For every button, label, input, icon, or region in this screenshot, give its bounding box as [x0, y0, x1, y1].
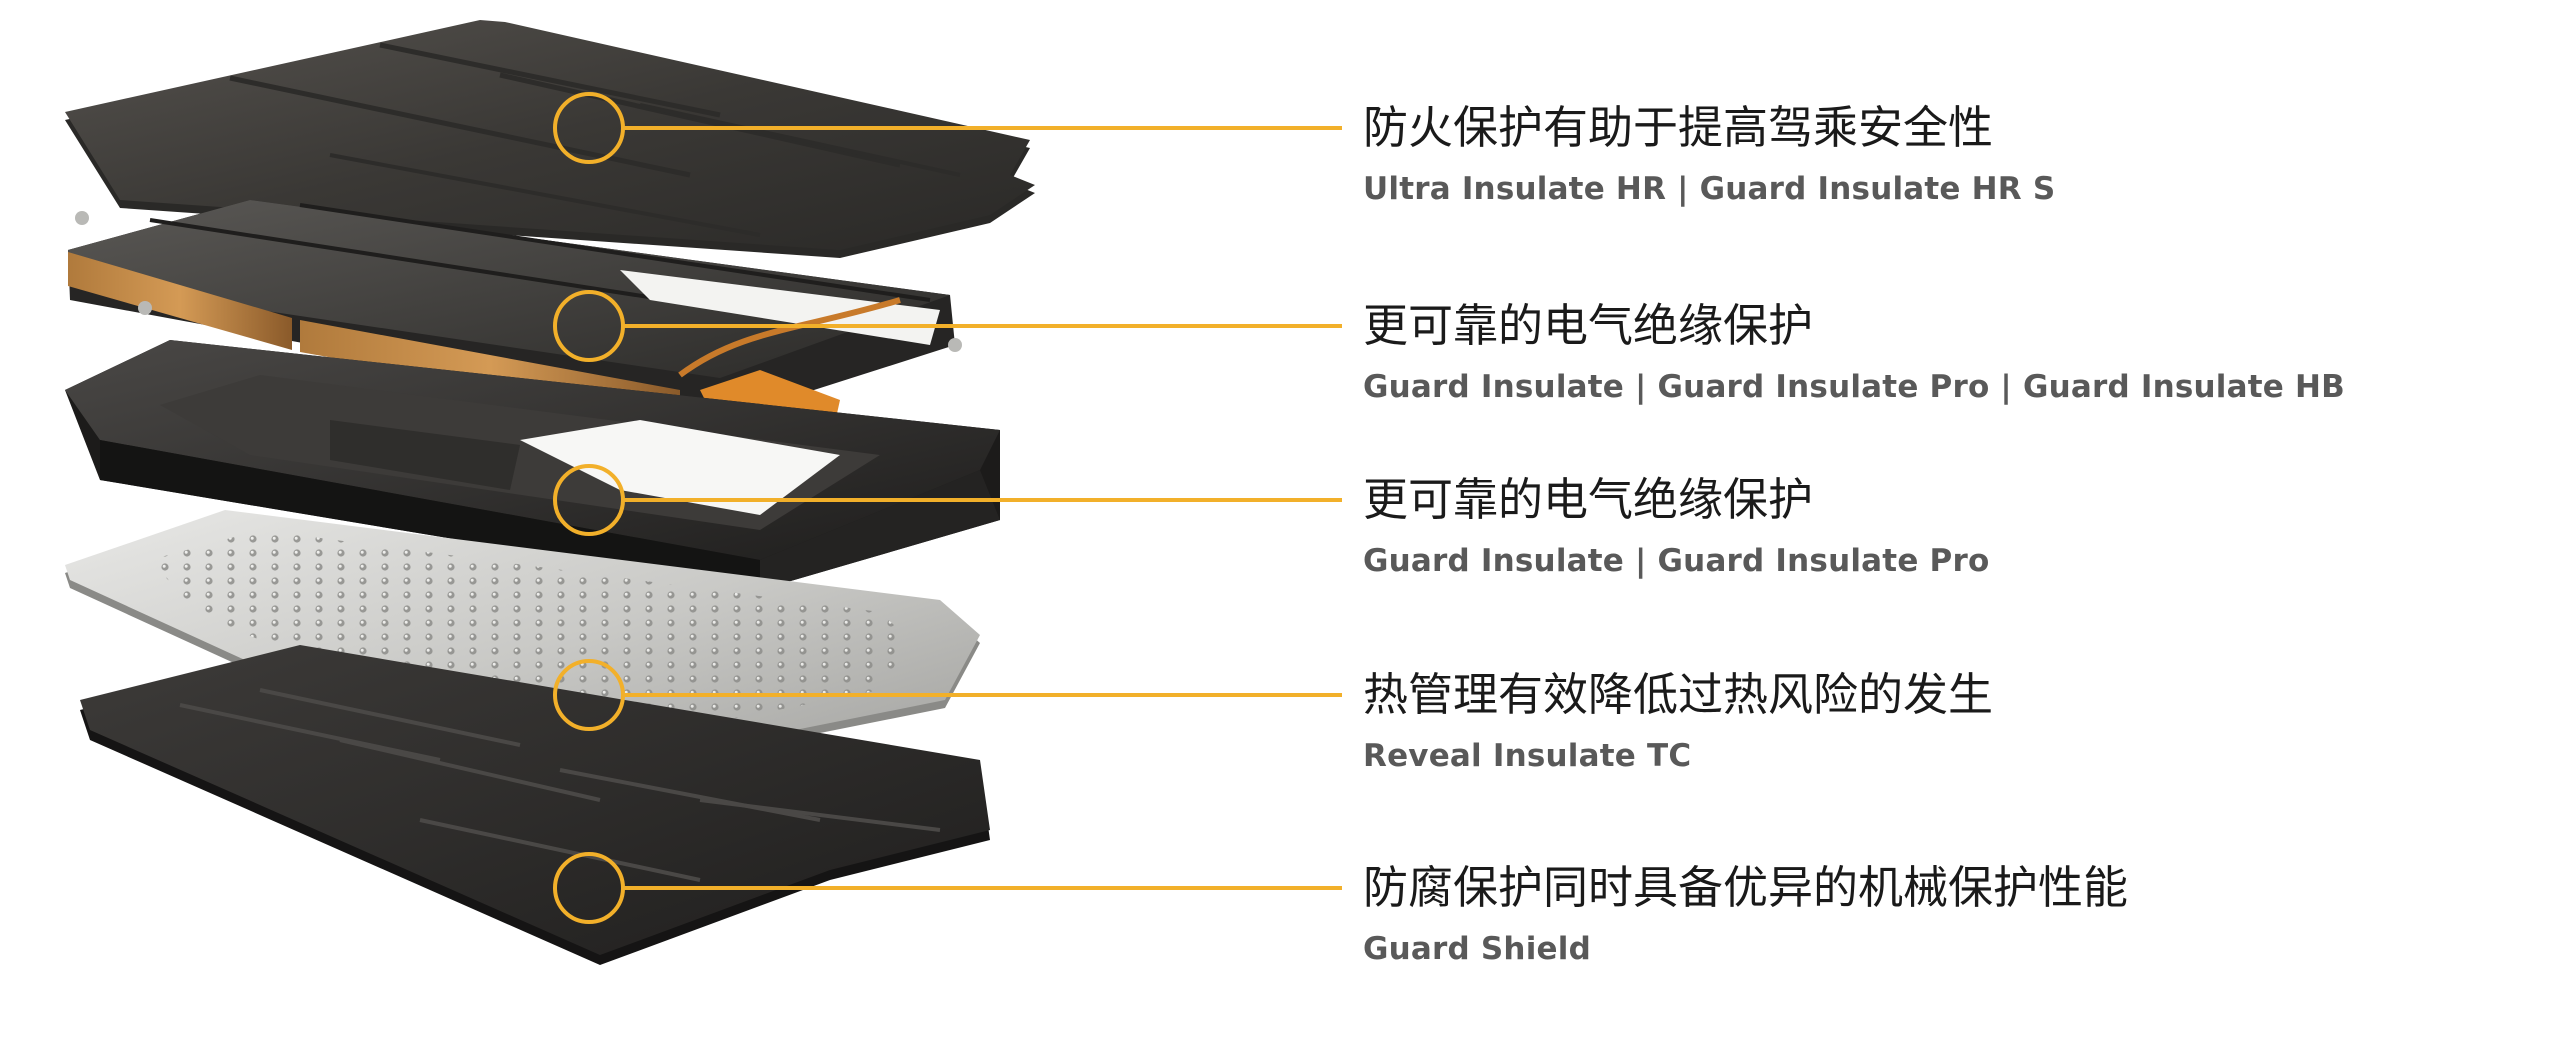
callout-products: Guard Insulate | Guard Insulate Pro | Gu…: [1363, 369, 2345, 405]
callout-corrosion-protection: 防腐保护同时具备优异的机械保护性能 Guard Shield: [1363, 860, 2513, 968]
callout-title: 更可靠的电气绝缘保护: [1363, 473, 1814, 526]
callout-ring-5: [553, 852, 1342, 924]
callout-products: Reveal Insulate TC: [1363, 738, 1692, 774]
callout-electrical-insulation-2: 更可靠的电气绝缘保护 Guard Insulate | Guard Insula…: [1363, 472, 2513, 580]
callout-thermal-management: 热管理有效降低过热风险的发生 Reveal Insulate TC: [1363, 667, 2513, 775]
callout-ring-4: [553, 659, 1342, 731]
top-lid-layer: [65, 20, 1035, 258]
callout-products: Guard Shield: [1363, 931, 1591, 967]
callout-products: Ultra Insulate HR | Guard Insulate HR S: [1363, 171, 2056, 207]
callout-ring-2: [553, 290, 1342, 362]
callout-ring-3: [553, 464, 1342, 536]
callout-title: 热管理有效降低过热风险的发生: [1363, 668, 1994, 721]
callout-ring-1: [553, 92, 1342, 164]
battery-module-layer: [68, 200, 962, 455]
callout-title: 更可靠的电气绝缘保护: [1363, 299, 1814, 352]
battery-tray-layer: [65, 340, 1000, 590]
callout-title: 防火保护有助于提高驾乘安全性: [1363, 101, 1994, 154]
callout-products: Guard Insulate | Guard Insulate Pro: [1363, 543, 1990, 579]
callout-fire-protection: 防火保护有助于提高驾乘安全性 Ultra Insulate HR | Guard…: [1363, 100, 2513, 208]
callout-title: 防腐保护同时具备优异的机械保护性能: [1363, 861, 2129, 914]
callout-electrical-insulation-1: 更可靠的电气绝缘保护 Guard Insulate | Guard Insula…: [1363, 298, 2513, 406]
